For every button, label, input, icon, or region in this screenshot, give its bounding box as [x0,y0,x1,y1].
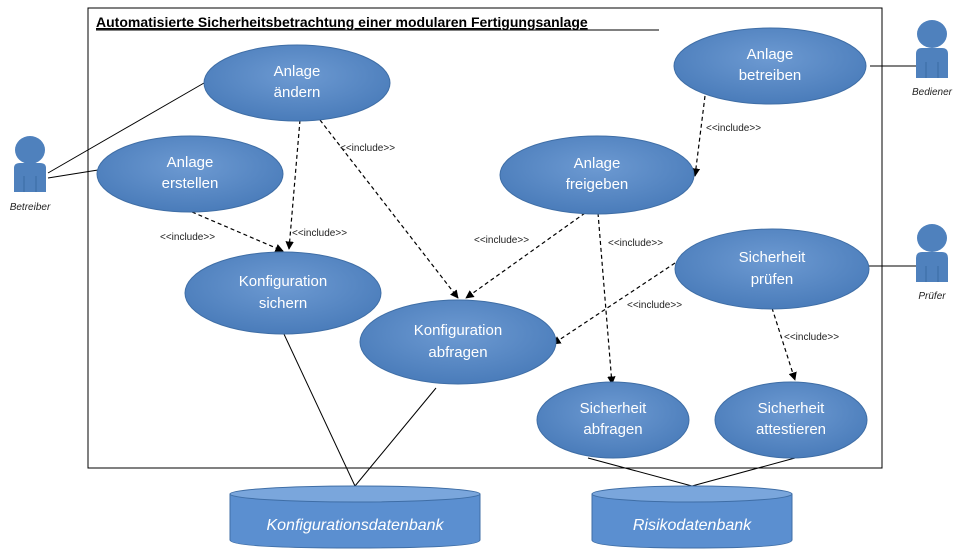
use-case-label: abfragen [428,344,487,361]
use-case-anlage-erstellen[interactable]: Anlage erstellen [96,135,284,213]
person-icon [14,136,46,192]
use-case-konfiguration-abfragen[interactable]: Konfiguration abfragen [359,299,557,385]
include-label: <<include>> [784,332,839,343]
use-case-anlage-betreiben[interactable]: Anlage betreiben [673,27,867,105]
include-labels: <<include>> <<include>> <<include>> <<in… [160,123,839,343]
include-label: <<include>> [706,123,761,134]
use-case-anlage-freigeben[interactable]: Anlage freigeben [499,135,695,215]
use-case-label: Konfiguration [239,273,327,290]
use-case-label: freigeben [566,176,629,193]
database-risiko[interactable]: Risikodatenbank [591,485,793,549]
associations [47,65,918,487]
arrow-aendern-sichern [285,119,301,250]
person-icon [916,224,948,282]
use-case-label: ändern [274,84,321,101]
include-label: <<include>> [340,143,395,154]
arrow-pruefen-konfabfragen [552,262,676,345]
arrow-freigeben-abfragen [465,212,586,299]
database-label: Risikodatenbank [633,517,752,534]
diagram-title: Automatisierte Sicherheitsbetrachtung ei… [96,14,588,30]
use-case-label: Anlage [747,46,794,63]
arrow-pruefen-attestieren [771,307,797,381]
person-icon [916,20,948,78]
include-label: <<include>> [627,300,682,311]
use-case-sicherheit-abfragen[interactable]: Sicherheit abfragen [536,381,690,459]
use-case-sicherheit-pruefen[interactable]: Sicherheit prüfen [674,228,870,310]
arrow-erstellen-sichern [191,211,284,252]
actor-betreiber[interactable]: Betreiber [10,136,51,213]
include-label: <<include>> [474,235,529,246]
arrow-freigeben-sichabfragen [597,212,616,385]
use-case-label: prüfen [751,271,794,288]
use-case-label: attestieren [756,421,826,438]
include-label: <<include>> [160,232,215,243]
use-case-konfiguration-sichern[interactable]: Konfiguration sichern [184,251,382,335]
use-case-label: Anlage [274,63,321,80]
use-case-label: Sicherheit [580,400,648,417]
use-case-sicherheit-attestieren[interactable]: Sicherheit attestieren [714,381,868,459]
use-case-label: abfragen [583,421,642,438]
arrow-aendern-abfragen [319,119,459,299]
actor-bediener[interactable]: Bediener [912,20,953,98]
actor-label: Bediener [912,87,953,98]
use-case-label: betreiben [739,67,802,84]
use-case-anlage-aendern[interactable]: Anlage ändern [203,44,391,122]
use-case-label: Sicherheit [739,249,807,266]
include-label: <<include>> [292,228,347,239]
use-case-label: Sicherheit [758,400,826,417]
database-konfiguration[interactable]: Konfigurationsdatenbank [229,485,481,549]
use-case-label: Anlage [167,154,214,171]
include-arrows [191,95,797,385]
use-case-label: erstellen [162,175,219,192]
use-case-label: Anlage [574,155,621,172]
use-case-label: sichern [259,295,307,312]
database-label: Konfigurationsdatenbank [266,517,444,534]
actor-label: Prüfer [918,291,946,302]
actor-pruefer[interactable]: Prüfer [916,224,948,302]
actor-label: Betreiber [10,202,51,213]
use-case-label: Konfiguration [414,322,502,339]
include-label: <<include>> [608,238,663,249]
